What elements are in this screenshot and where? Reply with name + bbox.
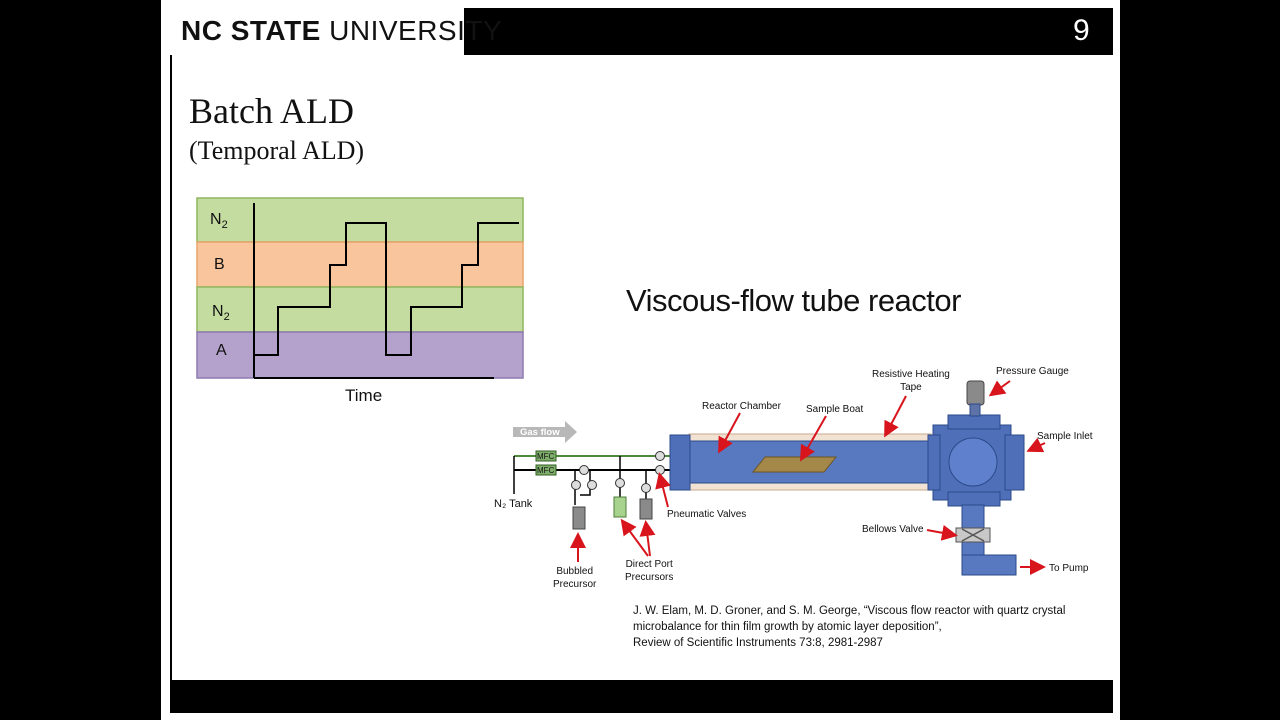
footer-bar: [170, 680, 1113, 713]
valve-icon: [579, 465, 589, 475]
time-axis-label: Time: [345, 386, 383, 405]
direct-port-cylinder-green: [613, 496, 627, 518]
citation-line-3: Review of Scientific Instruments 73:8, 2…: [633, 637, 883, 649]
mfc-label-2: MFC: [537, 466, 555, 475]
bellows-valve-label: Bellows Valve: [862, 524, 924, 535]
direct-port-cylinder-grey: [639, 498, 653, 520]
bubbler-lines: [574, 470, 591, 505]
arrow-reactor-chamber: [718, 412, 741, 454]
reactor-title: Viscous-flow tube reactor: [626, 283, 961, 318]
bellows-valve-x: [961, 528, 985, 542]
pneumatic-valves-label: Pneumatic Valves: [667, 509, 747, 520]
n2-tank-label: N₂ Tank: [494, 498, 533, 510]
right-flange: [1004, 434, 1025, 491]
row-band-a: [196, 331, 524, 379]
arrow-pneumatic-valves: [655, 472, 671, 508]
arrow-sample-inlet: [1026, 437, 1046, 453]
to-pump-label: To Pump: [1049, 563, 1089, 574]
valve-icon: [587, 480, 597, 490]
arrow-direct-port-1: [620, 518, 649, 557]
slide-title: Batch ALD: [189, 91, 354, 131]
sample-boat-label: Sample Boat: [806, 404, 864, 415]
row-label-n2-bottom: N2: [212, 303, 230, 324]
valve-icon: [571, 480, 581, 490]
arrow-heating-tape: [884, 395, 907, 438]
pressure-gauge-label: Pressure Gauge: [996, 366, 1069, 377]
arrow-sample-boat: [800, 415, 827, 462]
row-label-b: B: [214, 256, 225, 273]
gas-flow-arrow: [513, 421, 577, 443]
valve-icon: [655, 465, 665, 475]
slide-subtitle: (Temporal ALD): [189, 136, 365, 165]
top-flange: [947, 414, 1001, 430]
citation-line-1: J. W. Elam, M. D. Groner, and S. M. Geor…: [633, 605, 1066, 617]
mfc-box-2: [535, 464, 557, 476]
pump-line-horizontal: [961, 554, 1017, 576]
sample-inlet-label: Sample Inlet: [1037, 431, 1093, 442]
cross-fitting-port: [948, 437, 998, 487]
mfc-label-1: MFC: [537, 452, 555, 461]
reactor-flange-left: [669, 434, 691, 491]
university-logo: NC STATE UNIVERSITY: [181, 15, 503, 46]
slide-left-border: [170, 55, 172, 680]
direct-port-lines: [619, 456, 647, 500]
bottom-flange: [947, 491, 1001, 507]
citation: J. W. Elam, M. D. Groner, and S. M. Geor…: [633, 603, 1065, 651]
gas-flow-label: Gas flow: [520, 427, 560, 438]
arrow-direct-port-2: [639, 520, 656, 557]
valve-icon: [641, 483, 651, 493]
left-flange: [927, 434, 941, 491]
sample-boat: [751, 456, 838, 473]
valve-icon: [615, 478, 625, 488]
bubbled-precursor-cylinder: [572, 506, 586, 530]
row-label-n2-top: N2: [210, 211, 228, 232]
gauge-neck: [969, 403, 981, 417]
row-label-a: A: [216, 342, 227, 359]
arrow-pressure-gauge: [988, 380, 1011, 397]
row-band-n2-bottom: [196, 286, 524, 333]
mfc-box-1: [535, 450, 557, 462]
header-bar: [464, 8, 1113, 55]
row-band-n2-top: [196, 197, 524, 243]
valve-icon: [655, 451, 665, 461]
arrow-bellows-valve: [926, 524, 958, 541]
pressure-gauge: [966, 380, 985, 406]
page-number: 9: [1073, 14, 1090, 47]
citation-line-2: microbalance for thin film growth by ato…: [633, 621, 942, 633]
reactor-chamber-label: Reactor Chamber: [702, 401, 781, 412]
pulse-trace: [254, 222, 519, 356]
